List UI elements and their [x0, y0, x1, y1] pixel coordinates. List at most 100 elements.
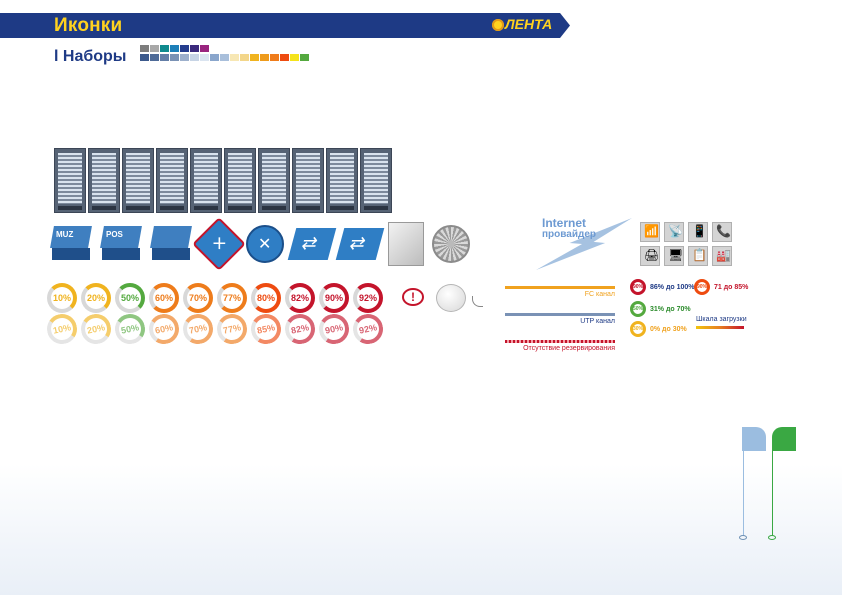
switch-icon [287, 228, 337, 260]
load-circle-2: 90% [694, 279, 710, 295]
internet-provider-icon: Internet провайдер [532, 214, 632, 270]
app-tile-icon: 🖨 [640, 246, 660, 266]
green-flag-icon [772, 427, 796, 451]
rack-icons [54, 148, 392, 213]
load-text-4: 0% до 30% [650, 325, 687, 333]
load-circle-4: 30% [630, 321, 646, 337]
firewall-icon [150, 224, 192, 264]
app-tile-icon: 📞 [712, 222, 732, 242]
server-icon [388, 222, 424, 266]
router-alert-icon [192, 217, 246, 271]
load-text-3: 31% до 70% [650, 305, 691, 313]
app-glyph: 📱 [692, 224, 707, 238]
palette-row-1 [140, 45, 309, 52]
load-percent-icon: 70% [180, 311, 216, 347]
pos-server-icon: POS [100, 224, 142, 264]
color-swatch [270, 54, 279, 61]
app-glyph: 📶 [644, 224, 659, 238]
app-glyph: 📡 [668, 224, 683, 238]
load-percent-icon: 92% [353, 283, 383, 313]
logo-text: ЛЕНТА [505, 16, 553, 32]
color-swatch [280, 54, 289, 61]
color-swatch [170, 45, 179, 52]
fan-icon [432, 225, 470, 263]
load-text-2: 71 до 85% [714, 283, 749, 291]
color-swatch [150, 45, 159, 52]
load-percent-icon: 80% [251, 283, 281, 313]
color-swatch [190, 45, 199, 52]
lenta-logo: ЛЕНТА [487, 13, 570, 38]
no-reserve-line [505, 340, 615, 343]
load-percent-icon: 50% [112, 311, 148, 347]
muz-server-icon: MUZ [50, 224, 92, 264]
color-swatch [150, 54, 159, 61]
router-icon [246, 225, 284, 263]
app-tile-icon: 📶 [640, 222, 660, 242]
color-swatch [160, 54, 169, 61]
app-tile-icon: 🏭 [712, 246, 732, 266]
color-swatch [230, 54, 239, 61]
alert-icon: ! [402, 288, 424, 306]
server-rack-icon [122, 148, 154, 213]
fc-label: FC канал [584, 291, 615, 298]
app-glyph: 🏭 [716, 248, 731, 262]
section-title: l Наборы [54, 48, 127, 65]
server-rack-icon [156, 148, 188, 213]
internet-label: Internet [542, 216, 587, 230]
color-swatch [200, 54, 209, 61]
server-rack-icon [190, 148, 222, 213]
load-scale-bar [696, 326, 744, 329]
server-rack-icon [258, 148, 290, 213]
color-swatch [260, 54, 269, 61]
app-tile-icon: 🖥 [664, 246, 684, 266]
fc-line [505, 286, 615, 289]
percentage-row-1: 10%20%50%60%70%77%80%82%90%92% [47, 283, 383, 313]
device-icons: MUZ POS [50, 217, 470, 271]
load-percent-icon: 60% [146, 311, 182, 347]
pos-label: POS [106, 230, 123, 239]
load-percent-icon: 82% [285, 283, 315, 313]
color-swatch [200, 45, 209, 52]
load-percent-icon: 92% [350, 311, 386, 347]
load-percent-icon: 10% [47, 283, 77, 313]
color-swatch [140, 54, 149, 61]
color-swatch [160, 45, 169, 52]
color-palette [140, 45, 309, 63]
server-rack-icon [88, 148, 120, 213]
load-percent-icon: 85% [248, 311, 284, 347]
color-swatch [290, 54, 299, 61]
load-circle-1: 90% [630, 279, 646, 295]
color-swatch [220, 54, 229, 61]
green-flag-pole [772, 451, 773, 536]
load-text-1: 86% до 100% [650, 283, 695, 291]
utp-label: UTP канал [580, 318, 615, 325]
color-swatch [180, 54, 189, 61]
scale-title: Шкала загрузки [696, 316, 747, 323]
load-percent-icon: 60% [149, 283, 179, 313]
switch-2-icon [335, 228, 385, 260]
palette-row-2 [140, 54, 309, 61]
load-percent-icon: 90% [316, 311, 352, 347]
server-rack-icon [326, 148, 358, 213]
load-percent-icon: 10% [44, 311, 80, 347]
color-swatch [240, 54, 249, 61]
color-swatch [300, 54, 309, 61]
server-rack-icon [292, 148, 324, 213]
load-item-1: 90% 86% до 100% [630, 279, 695, 295]
server-rack-icon [224, 148, 256, 213]
app-glyph: 🖨 [644, 248, 660, 262]
app-glyph: 📋 [692, 248, 707, 262]
load-item-3: 50% 31% до 70% [630, 301, 691, 317]
server-rack-icon [360, 148, 392, 213]
color-swatch [250, 54, 259, 61]
app-tile-icon: 📡 [664, 222, 684, 242]
app-tile-icon: 📋 [688, 246, 708, 266]
color-swatch [190, 54, 199, 61]
load-percent-icon: 50% [115, 283, 145, 313]
load-item-4: 30% 0% до 30% [630, 321, 687, 337]
app-glyph: 🖥 [668, 248, 684, 262]
green-flag-base [768, 535, 776, 540]
blue-flag-icon [742, 427, 766, 451]
provider-label: провайдер [542, 229, 596, 240]
load-percent-icon: 90% [319, 283, 349, 313]
